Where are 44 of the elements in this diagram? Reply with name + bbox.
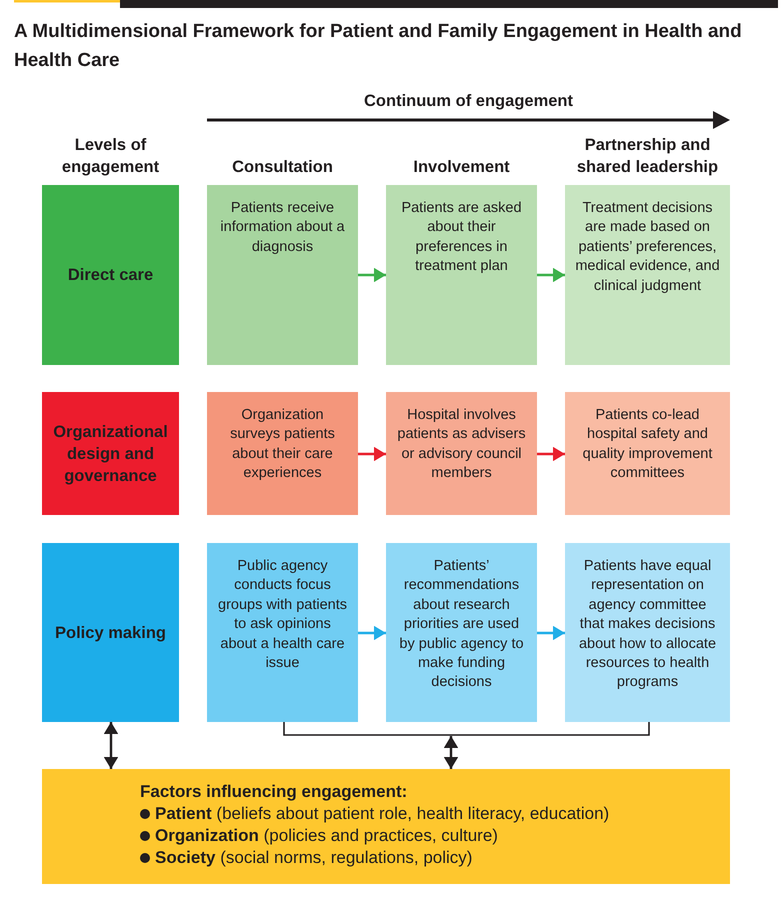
- process-box: [207, 185, 358, 365]
- level-box: [42, 392, 179, 515]
- arrow: [537, 626, 565, 640]
- level-box: [42, 543, 179, 722]
- process-box: [386, 185, 537, 365]
- description-text: Hospital involves patients as advisers or advisory council members: [396, 406, 527, 484]
- level-box: [42, 185, 179, 365]
- process-box: [565, 185, 730, 365]
- process-box: [207, 392, 358, 515]
- column-heading: Partnership and shared leadership: [576, 135, 720, 178]
- process-box: [386, 543, 537, 722]
- factors-panel: [42, 769, 730, 884]
- panel-heading: Factors influencing engagement:: [140, 781, 408, 803]
- column-heading: Levels of engagement: [60, 135, 160, 178]
- description-text: Patients have equal representation on agency committee that makes decisions about how to allocate resources to health programs: [578, 557, 718, 692]
- factor-text: Patient (beliefs about patient role, health literacy, education): [155, 803, 610, 825]
- arrow: [537, 268, 565, 282]
- arrow: [358, 626, 386, 640]
- level-label: Organizational design and governance: [52, 422, 169, 486]
- description-text: Patients are asked about their preferences in treatment plan: [400, 199, 523, 276]
- description-text: Patients’ recommendations about research priorities are used by public agency to make funding decisions: [398, 557, 525, 692]
- factor-text: Organization (policies and practices, culture): [155, 825, 498, 847]
- description-text: Patients co-lead hospital safety and quality improvement committees: [582, 406, 714, 484]
- process-box: [565, 392, 730, 515]
- bracket: [283, 722, 650, 736]
- description-text: Treatment decisions are made based on patients’ preferences, medical evidence, and clinical judgment: [575, 199, 720, 296]
- arrow: [537, 446, 565, 462]
- factor-text: Society (social norms, regulations, policy): [155, 847, 472, 869]
- column-heading: Consultation: [232, 157, 333, 178]
- double-arrow: [104, 722, 118, 769]
- process-box: [565, 543, 730, 722]
- level-label: Direct care: [68, 265, 154, 286]
- arrow: [358, 446, 386, 462]
- column-heading: Involvement: [413, 157, 510, 178]
- arrow: [358, 268, 386, 282]
- process-box: [386, 392, 537, 515]
- double-arrow: [444, 736, 458, 769]
- level-label: Policy making: [55, 622, 166, 644]
- description-text: Organization surveys patients about their care experiences: [229, 406, 336, 484]
- process-box: [207, 543, 358, 722]
- description-text: Patients receive information about a diagnosis: [219, 199, 346, 257]
- description-text: Public agency conducts focus groups with patients to ask opinions about a health care issue: [217, 557, 348, 674]
- axis-label: Continuum of engagement: [364, 91, 573, 112]
- title: A Multidimensional Framework for Patient and Family Engagement in Health and Health Care: [14, 20, 743, 73]
